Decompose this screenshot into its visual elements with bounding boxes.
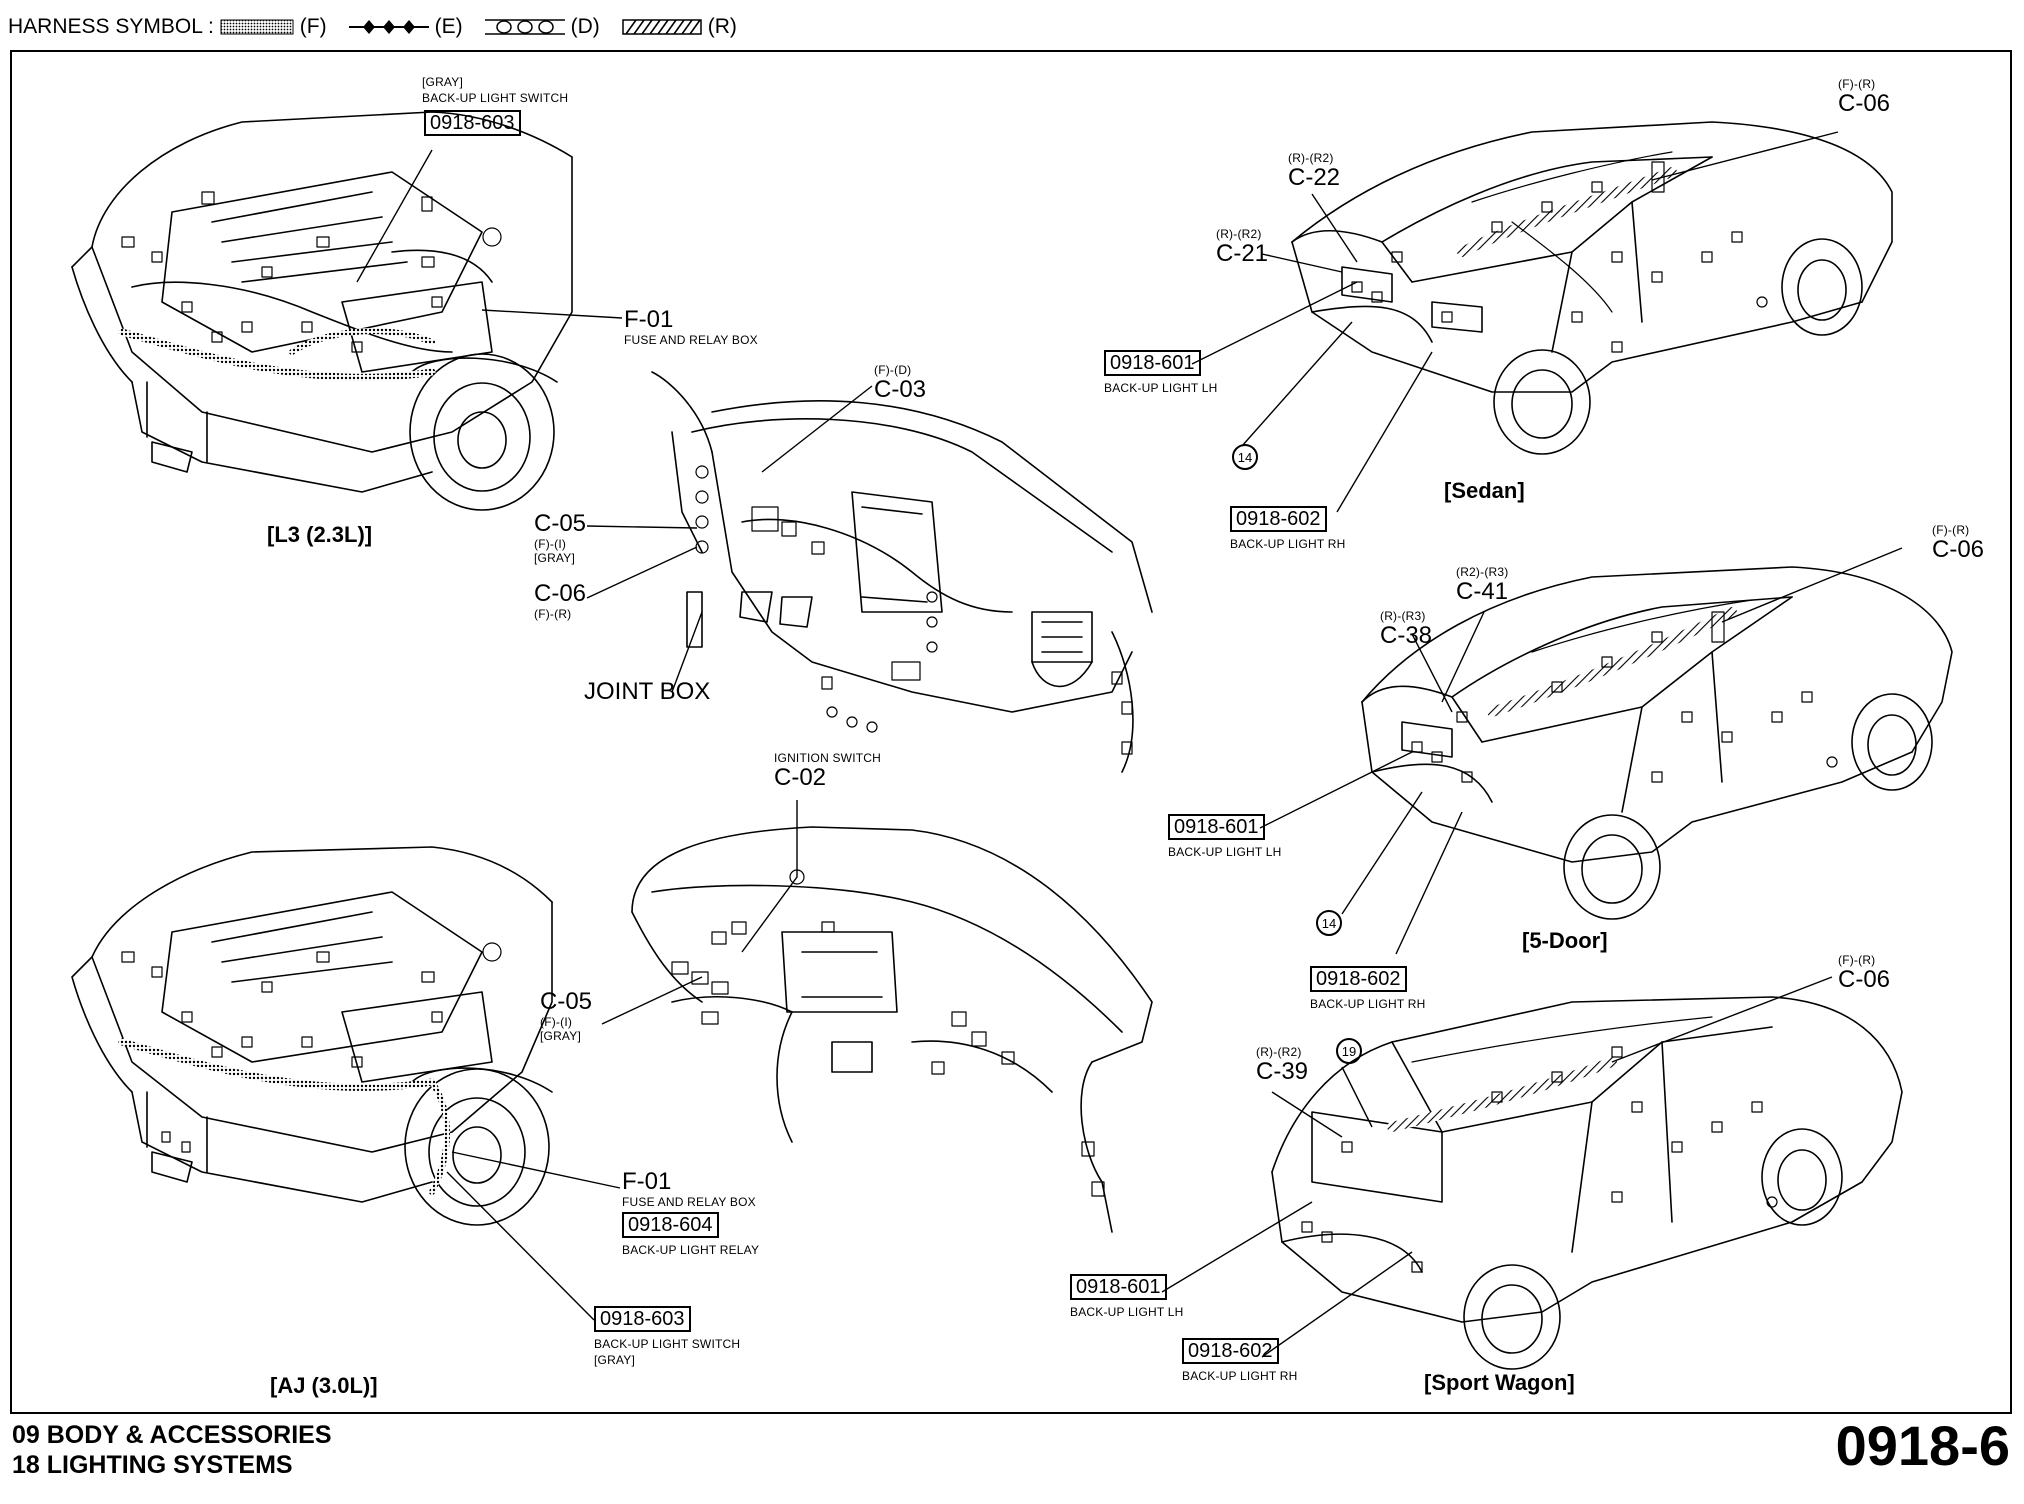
sedan-title: [Sedan] [1444,478,1525,503]
aj-title: [AJ (3.0L)] [270,1373,378,1398]
dash-c06-label: C-06 [534,580,587,607]
aj-gray-note: [GRAY] [594,1353,635,1367]
sedan-c22-label: C-22 [1288,164,1341,191]
sedan-c22-sub: (R)-(R2) [1288,151,1334,165]
door5-c06-label: C-06 [1932,536,1985,563]
l3-engine-bay-drawing [71,111,573,511]
door5-ref-14: 14 [1316,910,1342,936]
l3-f01-label: F-01 [624,306,674,333]
l3-gray-note: [GRAY] [422,75,463,89]
five-door-drawing [1361,566,1953,920]
dashboard-upper-drawing [651,371,1153,773]
door5-c06-sub: (F)-(R) [1932,523,1970,537]
legend-d-code: (D) [570,15,600,38]
dash2-c05-sub: (F)-(I) [540,1015,573,1029]
door5-lh-code-box: 0918-601 [1168,814,1265,840]
legend-label: HARNESS SYMBOL : [8,15,214,38]
dashboard-lower-drawing [631,826,1153,1233]
wagon-rh-code-box: 0918-602 [1182,1338,1279,1364]
wagon-ref-19: 19 [1336,1038,1362,1064]
sedan-rh-code-box: 0918-602 [1230,506,1327,532]
door5-c41-label: C-41 [1456,578,1509,605]
l3-switch-code-box: 0918-603 [424,110,521,136]
wagon-c06-sub: (F)-(R) [1838,953,1876,967]
page-number: 0918-6 [1835,1414,2010,1477]
door5-rh-code-box: 0918-602 [1310,966,1407,992]
wiring-illustration [71,111,1953,1370]
dash-c05-label: C-05 [534,510,587,537]
aj-switch-label: BACK-UP LIGHT SWITCH [594,1337,741,1351]
door5-c38-sub: (R)-(R3) [1380,609,1426,623]
wagon-title: [Sport Wagon] [1424,1370,1575,1395]
l3-fuse-relay-label: FUSE AND RELAY BOX [624,333,758,347]
diagram-frame: [GRAY] BACK-UP LIGHT SWITCH 0918-603 F-0… [10,50,2012,1414]
harness-symbol-legend: HARNESS SYMBOL : (F) (E) (D) (R) [8,10,759,44]
dash2-c05-label: C-05 [540,988,593,1015]
door5-c41-sub: (R2)-(R3) [1456,565,1509,579]
door5-lh-label: BACK-UP LIGHT LH [1168,845,1282,859]
sedan-c21-sub: (R)-(R2) [1216,227,1262,241]
sedan-lh-code-box: 0918-601 [1104,350,1201,376]
sport-wagon-drawing [1271,996,1903,1370]
sedan-c21-label: C-21 [1216,240,1269,267]
sedan-ref-14: 14 [1232,444,1258,470]
wagon-c06-label: C-06 [1838,966,1891,993]
legend-e-code: (E) [434,15,463,38]
dash-c05-sub: (F)-(I) [534,537,567,551]
door5-rh-label: BACK-UP LIGHT RH [1310,997,1426,1011]
joint-box-label: JOINT BOX [584,678,711,705]
wagon-lh-label: BACK-UP LIGHT LH [1070,1305,1184,1319]
sedan-c06-label: C-06 [1838,90,1891,117]
aj-fuse-relay-label: FUSE AND RELAY BOX [622,1195,756,1209]
dash-c05-gray: [GRAY] [534,551,575,565]
harness-f-symbol-icon [220,19,294,35]
sedan-lh-label: BACK-UP LIGHT LH [1104,381,1218,395]
harness-e-symbol-icon [348,20,429,34]
wagon-rh-label: BACK-UP LIGHT RH [1182,1369,1298,1383]
ignition-c02-label: C-02 [774,764,827,791]
leader-lines [356,131,1903,1358]
aj-switch-code-box: 0918-603 [594,1306,691,1332]
footer-subsection-line: 18 LIGHTING SYSTEMS [12,1451,293,1479]
sedan-rh-label: BACK-UP LIGHT RH [1230,537,1346,551]
aj-f01-label: F-01 [622,1168,672,1195]
ignition-switch-label: IGNITION SWITCH [774,751,881,765]
section-footer: 09 BODY & ACCESSORIES 18 LIGHTING SYSTEM… [12,1420,332,1480]
door5-c38-label: C-38 [1380,622,1433,649]
aj-relay-label: BACK-UP LIGHT RELAY [622,1243,760,1257]
harness-d-symbol-icon [484,19,565,35]
aj-engine-bay-drawing [71,846,553,1226]
dash-c03-sub: (F)-(D) [874,363,912,377]
l3-title: [L3 (2.3L)] [267,522,373,547]
dash-c06-sub: (F)-(R) [534,607,572,621]
wagon-c39-label: C-39 [1256,1058,1309,1085]
door5-title: [5-Door] [1522,928,1608,953]
wagon-c39-sub: (R)-(R2) [1256,1045,1302,1059]
harness-r-symbol-icon [622,19,702,35]
dash-c03-label: C-03 [874,376,927,403]
wagon-lh-code-box: 0918-601 [1070,1274,1167,1300]
legend-r-code: (R) [707,15,737,38]
aj-relay-code-box: 0918-604 [622,1212,719,1238]
sedan-c06-sub: (F)-(R) [1838,77,1876,91]
footer-section-line: 09 BODY & ACCESSORIES [12,1421,332,1449]
dash2-c05-gray: [GRAY] [540,1029,581,1043]
legend-f-code: (F) [299,15,327,38]
sedan-drawing [1291,121,1893,455]
l3-switch-label: BACK-UP LIGHT SWITCH [422,91,569,105]
